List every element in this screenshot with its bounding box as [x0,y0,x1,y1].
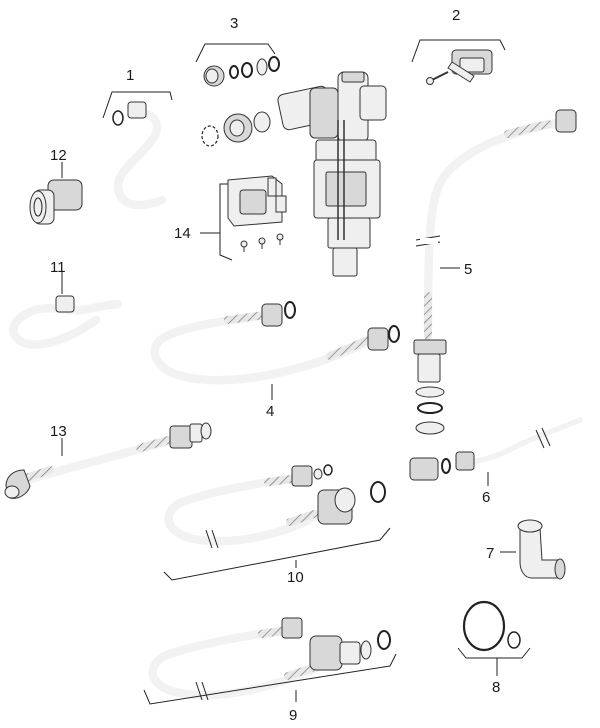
part-3-bracket [195,43,276,63]
part-5-braided-hose: 5 [413,109,577,435]
part-1-bent-pipe: 1 [102,67,173,210]
part-10-bracket [163,527,391,581]
part-9-bracket [143,653,397,705]
part-2-bracket [411,39,506,63]
part-10-label: 10 [287,569,304,586]
part-14-mounting-plate: 14 [174,175,287,261]
part-11-s-pipe: 11 [9,259,123,349]
part-4-looped-hose: 4 [150,301,400,420]
part-14-bracket [219,183,233,261]
fill-valve-body [201,71,387,277]
part-5-label: 5 [464,261,472,278]
part-3-label: 3 [230,15,238,32]
part-12-label: 12 [50,147,67,164]
part-8-seal-rings: 8 [457,600,531,696]
part-1-bracket [102,91,173,119]
part-13-elbow-hose: 13 [4,422,212,499]
part-14-label: 14 [174,225,191,242]
part-7-label: 7 [486,545,494,562]
part-2-clip-assembly: 2 [411,7,506,85]
part-9-label: 9 [289,707,297,724]
part-10-hose-with-union: 10 [163,464,391,586]
part-11-label: 11 [50,259,66,276]
part-8-bracket [457,647,531,659]
part-4-label: 4 [266,403,274,420]
part-3-seal-set: 3 [195,15,280,87]
part-7-elbow-fitting: 7 [486,519,566,580]
part-12-thread-adapter: 12 [29,147,83,225]
part-9-hose-with-union: 9 [143,617,397,724]
part-13-label: 13 [50,423,67,440]
part-8-label: 8 [492,679,500,696]
part-6-pipe-with-nut: 6 [409,417,583,506]
part-6-label: 6 [482,489,490,506]
part-2-label: 2 [452,7,460,24]
part-1-label: 1 [126,67,134,84]
